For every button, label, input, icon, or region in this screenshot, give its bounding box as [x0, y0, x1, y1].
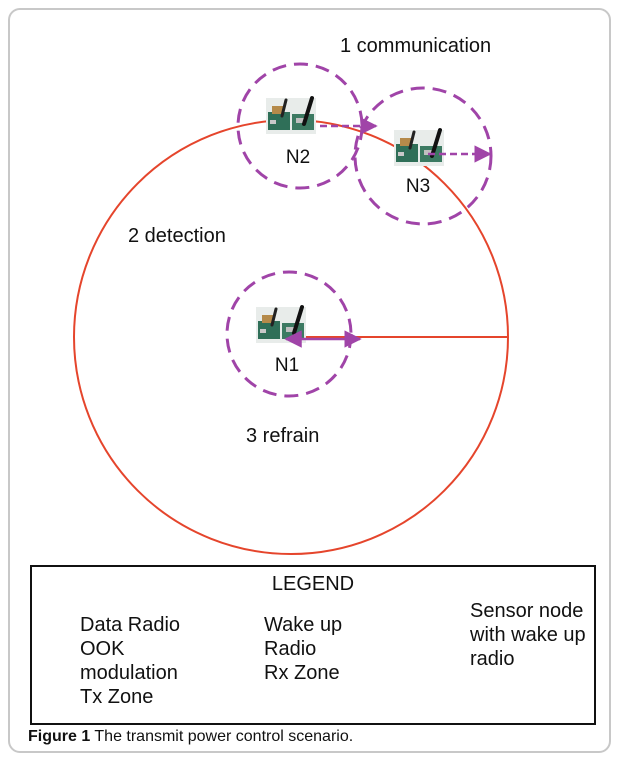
n1-sensor-node-icon	[254, 305, 308, 345]
detection-label: 2 detection	[128, 225, 226, 247]
refrain-label: 3 refrain	[246, 425, 320, 447]
legend-item-data-radio: Data Radio OOK modulation Tx Zone	[80, 614, 181, 708]
legend-item-sensor-node: Sensor node with wake up radio	[470, 600, 586, 670]
node-label-n3: N3	[405, 176, 431, 197]
communication-label: 1 communication	[340, 35, 492, 57]
legend-box: LEGEND Data Radio OOK modulation Tx Zone…	[30, 565, 596, 725]
n3-sensor-node-icon	[392, 128, 446, 168]
caption-figure-number: Figure 1	[28, 728, 91, 745]
node-label-n2: N2	[285, 147, 311, 168]
node-label-n1: N1	[274, 355, 300, 376]
n2-sensor-node-icon	[264, 96, 318, 136]
figure-caption: Figure 1 The transmit power control scen…	[28, 728, 353, 746]
caption-text: The transmit power control scenario.	[90, 728, 354, 745]
legend-title: LEGEND	[271, 573, 355, 595]
legend-item-wakeup-radio: Wake up Radio Rx Zone	[264, 614, 343, 684]
